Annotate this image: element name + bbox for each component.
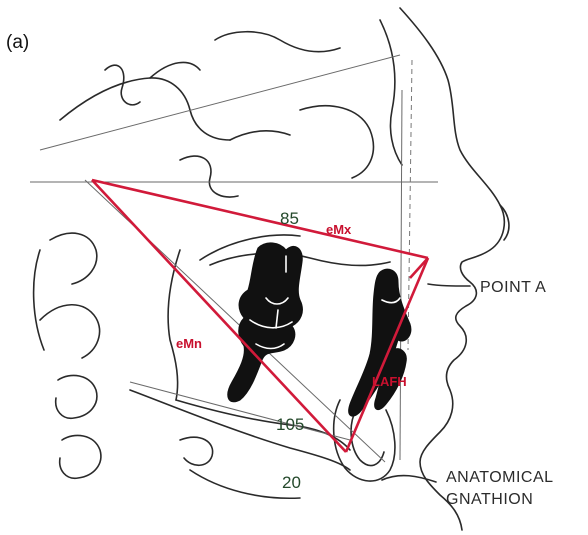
angle-105-label: 105 (276, 415, 304, 434)
gnathion-label-line1: ANATOMICAL (446, 469, 554, 486)
point-a-segment (410, 258, 428, 278)
emn-label: eMn (176, 336, 202, 351)
emx-label: eMx (326, 222, 352, 237)
angle-85-label: 85 (280, 209, 299, 228)
gnathion-label-line2: GNATHION (446, 491, 533, 508)
gnathion-callout: ANATOMICAL GNATHION (382, 469, 554, 508)
lafh-label: LAFH (372, 374, 407, 389)
angle-20-label: 20 (282, 473, 301, 492)
point-a-leader (428, 284, 470, 286)
sella-nasion-line (40, 55, 400, 150)
facial-vertical-line (400, 90, 402, 460)
molar-tooth (228, 243, 303, 402)
panel-label: (a) (6, 32, 29, 53)
point-a-callout: POINT A (428, 279, 546, 296)
incisor-teeth (349, 269, 411, 416)
point-a-label: POINT A (480, 279, 546, 296)
